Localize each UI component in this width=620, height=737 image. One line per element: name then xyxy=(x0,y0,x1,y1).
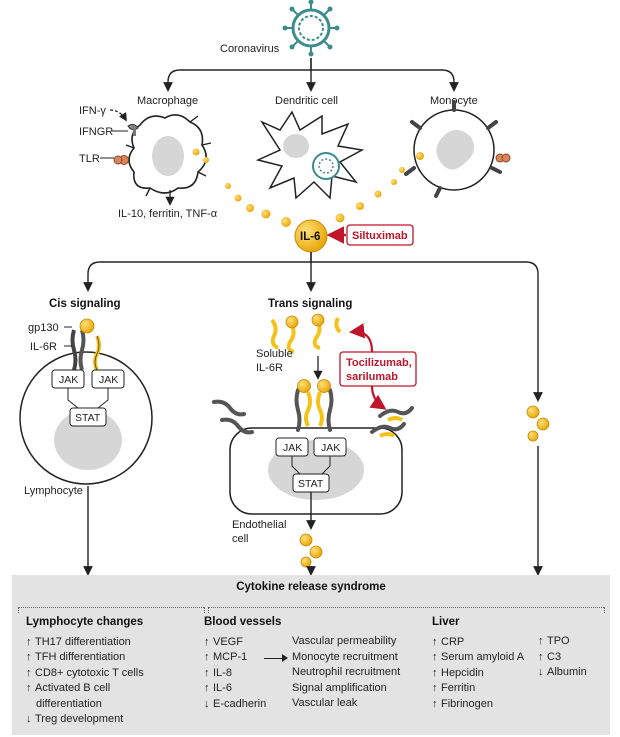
endothelial-label-1: Endothelial xyxy=(232,519,286,531)
liver-item-8: Albumin xyxy=(547,666,587,678)
trans-signaling-title: Trans signaling xyxy=(268,298,352,310)
lymphocyte-changes-column: Lymphocyte changes ↑TH17 differentiation… xyxy=(26,616,144,725)
soluble-label-2: IL-6R xyxy=(256,362,283,374)
blood-effect-1: Vascular permeability xyxy=(292,635,397,647)
cis-stat: STAT xyxy=(75,412,101,424)
lymph-item-2: TFH differentiation xyxy=(35,651,126,663)
membrane-receptors xyxy=(212,388,414,435)
lymph-item-6: Treg development xyxy=(35,713,124,725)
il6r-label: IL-6R xyxy=(30,341,57,353)
lymphocyte-changes-title: Lymphocyte changes xyxy=(26,616,144,628)
ifn-gamma-label: IFN-γ xyxy=(79,105,106,117)
blood-item-3: IL-8 xyxy=(213,666,232,679)
lymphocyte-label: Lymphocyte xyxy=(24,485,83,497)
lymph-item-5: differentiation xyxy=(36,697,102,710)
liver-item-7: C3 xyxy=(547,650,562,663)
blood-item-4: IL-6 xyxy=(213,682,232,694)
tlr-label: TLR xyxy=(79,153,100,165)
trans-jak-left: JAK xyxy=(283,442,302,454)
blood-item-5: E-cadherin xyxy=(213,697,267,710)
blood-effects-column: Vascular permeability Monocyte recruitme… xyxy=(292,634,400,712)
macrophage-cell xyxy=(113,114,212,197)
cis-jak-left: JAK xyxy=(59,374,78,386)
direct-il6-output xyxy=(526,405,550,442)
blood-effect-5: Vascular leak xyxy=(292,697,358,709)
siltuximab-drug: Siltuximab xyxy=(326,224,414,246)
dendritic-cell-label: Dendritic cell xyxy=(275,95,338,107)
endothelial-label-2: cell xyxy=(232,533,249,545)
gp130-receptor-icon xyxy=(70,329,86,371)
il6-particles xyxy=(225,167,405,227)
tocilizumab-drug: Tocilizumab, sarilumab xyxy=(339,323,417,410)
endothelial-cell: JAK JAK STAT xyxy=(212,379,414,515)
soluble-il6r-group xyxy=(270,313,342,354)
lymph-item-1: TH17 differentiation xyxy=(35,635,131,648)
ifngr-receptor-icon xyxy=(127,123,139,136)
blood-vessels-title: Blood vessels xyxy=(204,616,282,628)
tlr-receptor-icon xyxy=(113,155,130,165)
liver-column-2: ↑TPO ↑C3 ↓Albumin xyxy=(538,635,587,678)
liver-item-2: Serum amyloid A xyxy=(441,651,525,663)
blood-effect-3: Neutrophil recruitment xyxy=(292,666,401,678)
il6-branch-arrows xyxy=(83,252,543,402)
cis-signaling-title: Cis signaling xyxy=(49,298,121,310)
liver-item-5: Fibrinogen xyxy=(441,697,493,710)
trans-stat: STAT xyxy=(298,478,324,490)
lymph-item-3: CD8+ cytotoxic T cells xyxy=(35,666,144,679)
trans-jak-right: JAK xyxy=(321,442,340,454)
cytokine-release-panel: Cytokine release syndrome Lymphocyte cha… xyxy=(12,575,610,735)
macrophage-label: Macrophage xyxy=(137,95,198,107)
soluble-label-1: Soluble xyxy=(256,348,293,360)
monocyte-tlr-icon xyxy=(495,153,511,163)
lymph-item-4: Activated B cell xyxy=(35,682,111,694)
macrophage-output-label: IL-10, ferritin, TNF-α xyxy=(118,208,218,220)
liver-title: Liver xyxy=(432,616,460,628)
liver-column: Liver ↑CRP ↑Serum amyloid A ↑Hepcidin ↑F… xyxy=(432,616,525,710)
liver-item-1: CRP xyxy=(441,635,465,648)
tocilizumab-label: Tocilizumab, xyxy=(346,357,412,369)
monocyte-cell xyxy=(404,100,511,198)
blood-effect-2: Monocyte recruitment xyxy=(292,650,398,663)
coronavirus-icon xyxy=(282,0,340,57)
lymph-rule xyxy=(18,607,204,608)
il6-label: IL-6 xyxy=(300,231,320,243)
blood-effect-4: Signal amplification xyxy=(292,681,387,694)
blood-item-1: VEGF xyxy=(213,635,243,648)
blood-item-2: MCP-1 xyxy=(213,651,248,663)
ifngr-label: IFNGR xyxy=(79,126,113,138)
blood-vessels-column: Blood vessels ↑VEGF ↑MCP-1 ↑IL-8 ↑IL-6 ↓… xyxy=(204,616,282,710)
liver-item-3: Hepcidin xyxy=(441,666,484,679)
liver-item-6: TPO xyxy=(547,635,570,647)
siltuximab-label: Siltuximab xyxy=(352,230,408,242)
panel-title: Cytokine release syndrome xyxy=(236,581,386,593)
blood-effect-arrow xyxy=(264,658,286,659)
cis-jak-right: JAK xyxy=(99,374,118,386)
ifn-arrow xyxy=(109,109,127,122)
coronavirus-label: Coronavirus xyxy=(220,43,280,55)
dendritic-cell xyxy=(255,110,365,200)
endothelial-il6-output xyxy=(299,533,323,568)
virus-arrows xyxy=(163,58,459,92)
sarilumab-label: sarilumab xyxy=(346,371,398,383)
gp130-label: gp130 xyxy=(28,322,59,334)
lymphocyte-cell: JAK JAK STAT xyxy=(19,318,153,485)
blood-rule xyxy=(208,607,604,608)
liver-item-4: Ferritin xyxy=(441,682,476,694)
